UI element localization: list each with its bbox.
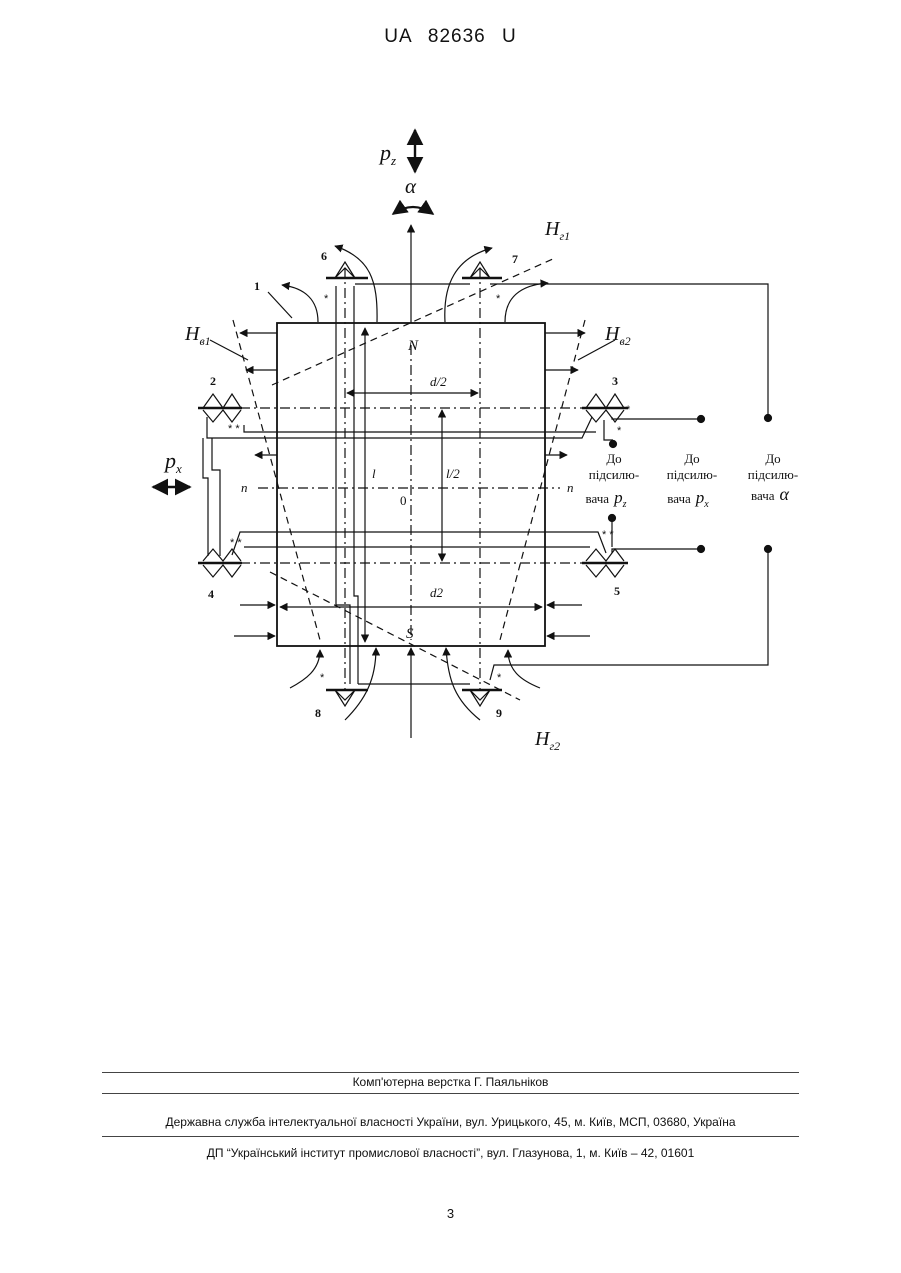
field-line-hg1 [272, 258, 555, 385]
label-dim-d-half: d/2 [430, 374, 447, 389]
label-num-5: 5 [614, 584, 620, 598]
svg-text:підсилю-: підсилю- [589, 467, 639, 482]
field-line-hg2 [270, 572, 520, 700]
label-dim-l: l [372, 466, 376, 481]
label-num-1: 1 [254, 279, 260, 293]
label-num-9: 9 [496, 706, 502, 720]
label-num-8: 8 [315, 706, 321, 720]
svg-text:підсилю-: підсилю- [748, 467, 798, 482]
label-px: px [163, 448, 182, 476]
svg-text:До: До [606, 451, 621, 466]
wire-mark: * [320, 672, 325, 684]
footer-rule-top [102, 1072, 799, 1073]
svg-text:До: До [765, 451, 780, 466]
label-alpha: α [405, 174, 417, 198]
label-hg1: Hг1 [544, 218, 570, 243]
footer-rule-bottom [102, 1136, 799, 1137]
alpha-rotation-arrow [393, 207, 433, 214]
amplifier-label-px: До підсилю- вачаpx [667, 451, 717, 510]
footer-office-address: Державна служба інтелектуальної власност… [0, 1115, 901, 1129]
svg-text:підсилю-: підсилю- [667, 467, 717, 482]
label-pz: pz [378, 140, 396, 168]
label-num-7: 7 [512, 252, 518, 266]
amplifier-label-alpha: До підсилю- вачаα [748, 451, 798, 504]
label-dim-l-half: l/2 [446, 466, 460, 481]
wire-mark: * [324, 293, 329, 305]
label-num-2: 2 [210, 374, 216, 388]
svg-text:вачаpz: вачаpz [586, 488, 627, 510]
svg-text:вачаpx: вачаpx [667, 488, 709, 510]
label-hv2: Hв2 [604, 323, 631, 348]
label-axis-n-right: n [567, 480, 574, 495]
label-hg2: Hг2 [534, 728, 560, 753]
footer-typesetter: Комп'ютерна верстка Г. Паяльніков [0, 1075, 901, 1089]
sensor-schematic-figure: pz α px Hг1 Hг2 Hв1 Hв2 N S n n 0 d/2 l … [0, 0, 901, 800]
label-num-6: 6 [321, 249, 327, 263]
footer-institute-address: ДП “Український інститут промислової вла… [0, 1146, 901, 1160]
wire-mark: * * [230, 537, 242, 549]
wire-mark: * [617, 425, 622, 437]
wire-mark: * [497, 672, 502, 684]
label-dim-d2: d2 [430, 585, 444, 600]
wire-mark: * * [228, 423, 240, 435]
wire-mark: * [496, 293, 501, 305]
label-hv1: Hв1 [184, 323, 211, 348]
label-num-4: 4 [208, 587, 214, 601]
footer-rule-middle [102, 1093, 799, 1094]
wire-mark: * * [602, 529, 614, 541]
label-pole-n: N [407, 338, 419, 354]
svg-text:вачаα: вачаα [751, 484, 790, 504]
label-axis-n-left: n [241, 480, 248, 495]
label-center: 0 [400, 493, 407, 508]
amplifier-label-pz: До підсилю- вачаpz [586, 451, 640, 510]
label-num-3: 3 [612, 374, 618, 388]
page-number: 3 [0, 1206, 901, 1221]
wire-mark: * [626, 404, 631, 416]
svg-text:До: До [684, 451, 699, 466]
label-pole-s: S [406, 626, 414, 642]
